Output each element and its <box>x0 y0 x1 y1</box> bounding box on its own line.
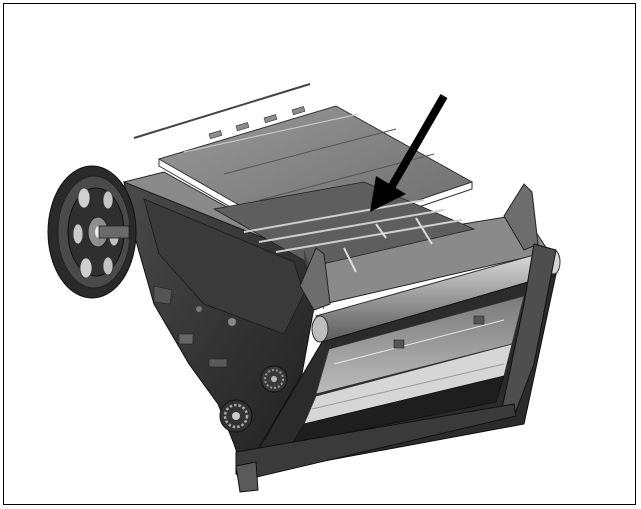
arrow-pointer-icon <box>370 93 448 212</box>
housing-left-side <box>123 181 317 476</box>
right-upright <box>503 183 539 251</box>
flywheel-pulley <box>47 165 137 299</box>
bottom-foot <box>235 461 259 493</box>
figure-frame <box>3 3 636 505</box>
left-upright <box>299 247 331 311</box>
sprocket-lower <box>219 399 253 433</box>
machine-illustration <box>47 83 561 493</box>
bottom-frame <box>235 403 517 481</box>
detached-rod <box>133 83 311 139</box>
sprocket-upper <box>260 365 288 393</box>
